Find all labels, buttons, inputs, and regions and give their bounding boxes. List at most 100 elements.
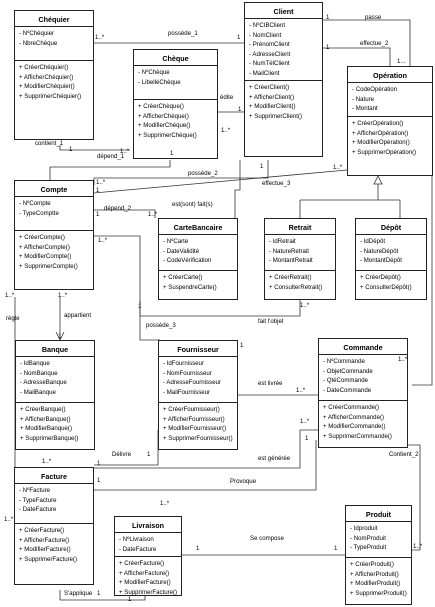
attribute: - Idproduit — [350, 525, 378, 532]
attribute: - IdFournisseur — [163, 360, 204, 367]
operation: + CréerOpération() — [352, 120, 404, 127]
operation: + SupprimerCommande() — [323, 432, 392, 440]
attribute: - TypeComptte — [19, 209, 59, 217]
operation: + ModifierCommande() — [323, 423, 386, 431]
mult-label: 1..* — [5, 292, 15, 299]
attribute: - QtéCommande — [323, 377, 369, 385]
operation: + ModifierFournisseur() — [163, 425, 227, 433]
attribute: - TypeFacture — [19, 496, 57, 504]
assoc-contient-2: Contient_2 — [389, 451, 419, 458]
operation: + CréerFournisseur() — [163, 406, 220, 413]
class-cartebancaire: CarteBancaire - NºCarte - DateValidité -… — [158, 218, 238, 300]
mult-label: 1 — [96, 211, 100, 218]
operation: + SuspendreCarte() — [163, 283, 217, 291]
assoc-possede-2: possède_2 — [188, 170, 218, 177]
assoc-est-sont-faits: est(sont) fait(s) — [172, 201, 213, 208]
operation: + AfficherBanque() — [20, 415, 71, 423]
assoc-edite: édite — [220, 94, 234, 101]
operation: + SupprimerBanque() — [20, 434, 79, 442]
attribute: - NatureRetrait — [269, 247, 309, 255]
attribute: - CodeOpération — [352, 86, 398, 93]
attribute: - IdBanque — [20, 360, 50, 367]
assoc-effectue-2: effectue_2 — [360, 40, 389, 47]
mult-label: 1 — [237, 34, 241, 41]
operation: + ModifierFacture() — [119, 579, 171, 587]
attribute: - NºChèque — [138, 69, 170, 76]
attribute: - NomProduit — [350, 534, 386, 542]
operation: + AfficherOpération() — [352, 129, 409, 137]
mult-label: 1 — [69, 146, 73, 153]
class-commande: Commande - NºCommande - ObjetCommande - … — [318, 338, 408, 448]
operation: + AfficherFacture() — [19, 536, 70, 544]
operation: + CréerChéquier() — [19, 64, 69, 71]
class-name: Facture — [15, 468, 93, 484]
class-chequier: Chéquier - NºChéquier - NbreChèque + Cré… — [14, 10, 94, 140]
operation: + ModifierChéquier() — [19, 83, 75, 91]
operation: + CréerCarte() — [163, 274, 203, 281]
class-name: Fournisseur — [159, 341, 237, 357]
attribute: - ObjetCommande — [323, 367, 373, 375]
mult-label: 1..* — [413, 543, 423, 550]
mult-label: 1 — [147, 451, 151, 458]
operation: + SupprimerFournisseur() — [163, 434, 233, 442]
assoc-est-livree: est livrée — [258, 380, 283, 387]
attribute: - NomBanque — [20, 369, 58, 377]
mult-label: 1 — [96, 187, 100, 194]
operation: + CréerRetrait() — [269, 274, 312, 281]
attribute: - IdRetrait — [269, 238, 296, 245]
attribute: - DateCommande — [323, 386, 372, 394]
attribute: - AdresseFournisseur — [163, 379, 221, 387]
attribute: - NºCompte — [19, 200, 51, 207]
operation: + CréerClient() — [249, 84, 290, 91]
assoc-delivre: Délivre — [112, 451, 131, 458]
attribute: - CodeVérification — [163, 257, 212, 265]
class-name: Compte — [15, 181, 93, 197]
operation: + SupprimerFacture() — [119, 588, 178, 596]
attribute: - IdDépôt — [360, 238, 386, 245]
class-facture: Facture - NºFacture - TypeFacture - Date… — [14, 467, 94, 585]
attribute: - DateValidité — [163, 247, 200, 255]
attribute: - NºChéquier — [19, 30, 55, 37]
mult-label: 1 — [326, 44, 330, 51]
class-livraison: Livraison - NºLivraison - DateFacture + … — [114, 516, 182, 596]
assoc-possede-3: possède_3 — [146, 322, 176, 329]
operation: + ConsulterDépôt() — [360, 283, 412, 291]
mult-label: 1 — [238, 106, 242, 113]
operation: + SupprimerProduit() — [350, 589, 407, 597]
mult-label: 1..* — [160, 500, 170, 507]
operation: + ConsulterRetrait() — [269, 283, 323, 291]
operation: + SupprimerCompte() — [19, 262, 78, 270]
operation: + AfficherFacture() — [119, 569, 170, 577]
attribute: - PrénomClient — [249, 41, 290, 49]
mult-label: 1 — [240, 342, 244, 349]
mult-label: 1... — [397, 58, 406, 65]
operation: + ModifierOpération() — [352, 139, 410, 147]
class-name: Dépôt — [356, 219, 426, 235]
operation: + SupprimerOpération() — [352, 148, 417, 156]
mult-label: 1 — [97, 590, 101, 597]
attribute: - NºCommande — [323, 358, 365, 365]
class-name: Opération — [348, 67, 432, 83]
attribute: - AdresseBanque — [20, 379, 67, 387]
class-name: Chéquier — [15, 11, 93, 27]
mult-label: 1..* — [148, 211, 158, 218]
attribute: - NomFournisseur — [163, 369, 212, 377]
operation: + AfficherFournisseur() — [163, 415, 225, 423]
class-fournisseur: Fournisseur - IdFournisseur - NomFournis… — [158, 340, 238, 450]
attribute: - NatureDépôt — [360, 247, 399, 255]
attribute: - NºLivraison — [119, 536, 154, 543]
mult-label: 1..* — [300, 418, 310, 425]
operation: + CréerCommande() — [323, 404, 380, 411]
operation: + ModifierFacture() — [19, 546, 71, 554]
class-name: Produit — [346, 506, 411, 522]
class-name: Banque — [16, 341, 94, 357]
operation: + ModifierProduit() — [350, 580, 401, 588]
operation: + AfficherCompte() — [19, 243, 70, 251]
operation: + ModifierChèque() — [138, 122, 191, 130]
operation: + AfficherChèque() — [138, 112, 189, 120]
attribute: - MailClient — [249, 69, 280, 77]
mult-label: 1..* — [333, 164, 343, 171]
mult-label: 1..* — [300, 302, 310, 309]
attribute: - LibelléChèque — [138, 78, 181, 86]
